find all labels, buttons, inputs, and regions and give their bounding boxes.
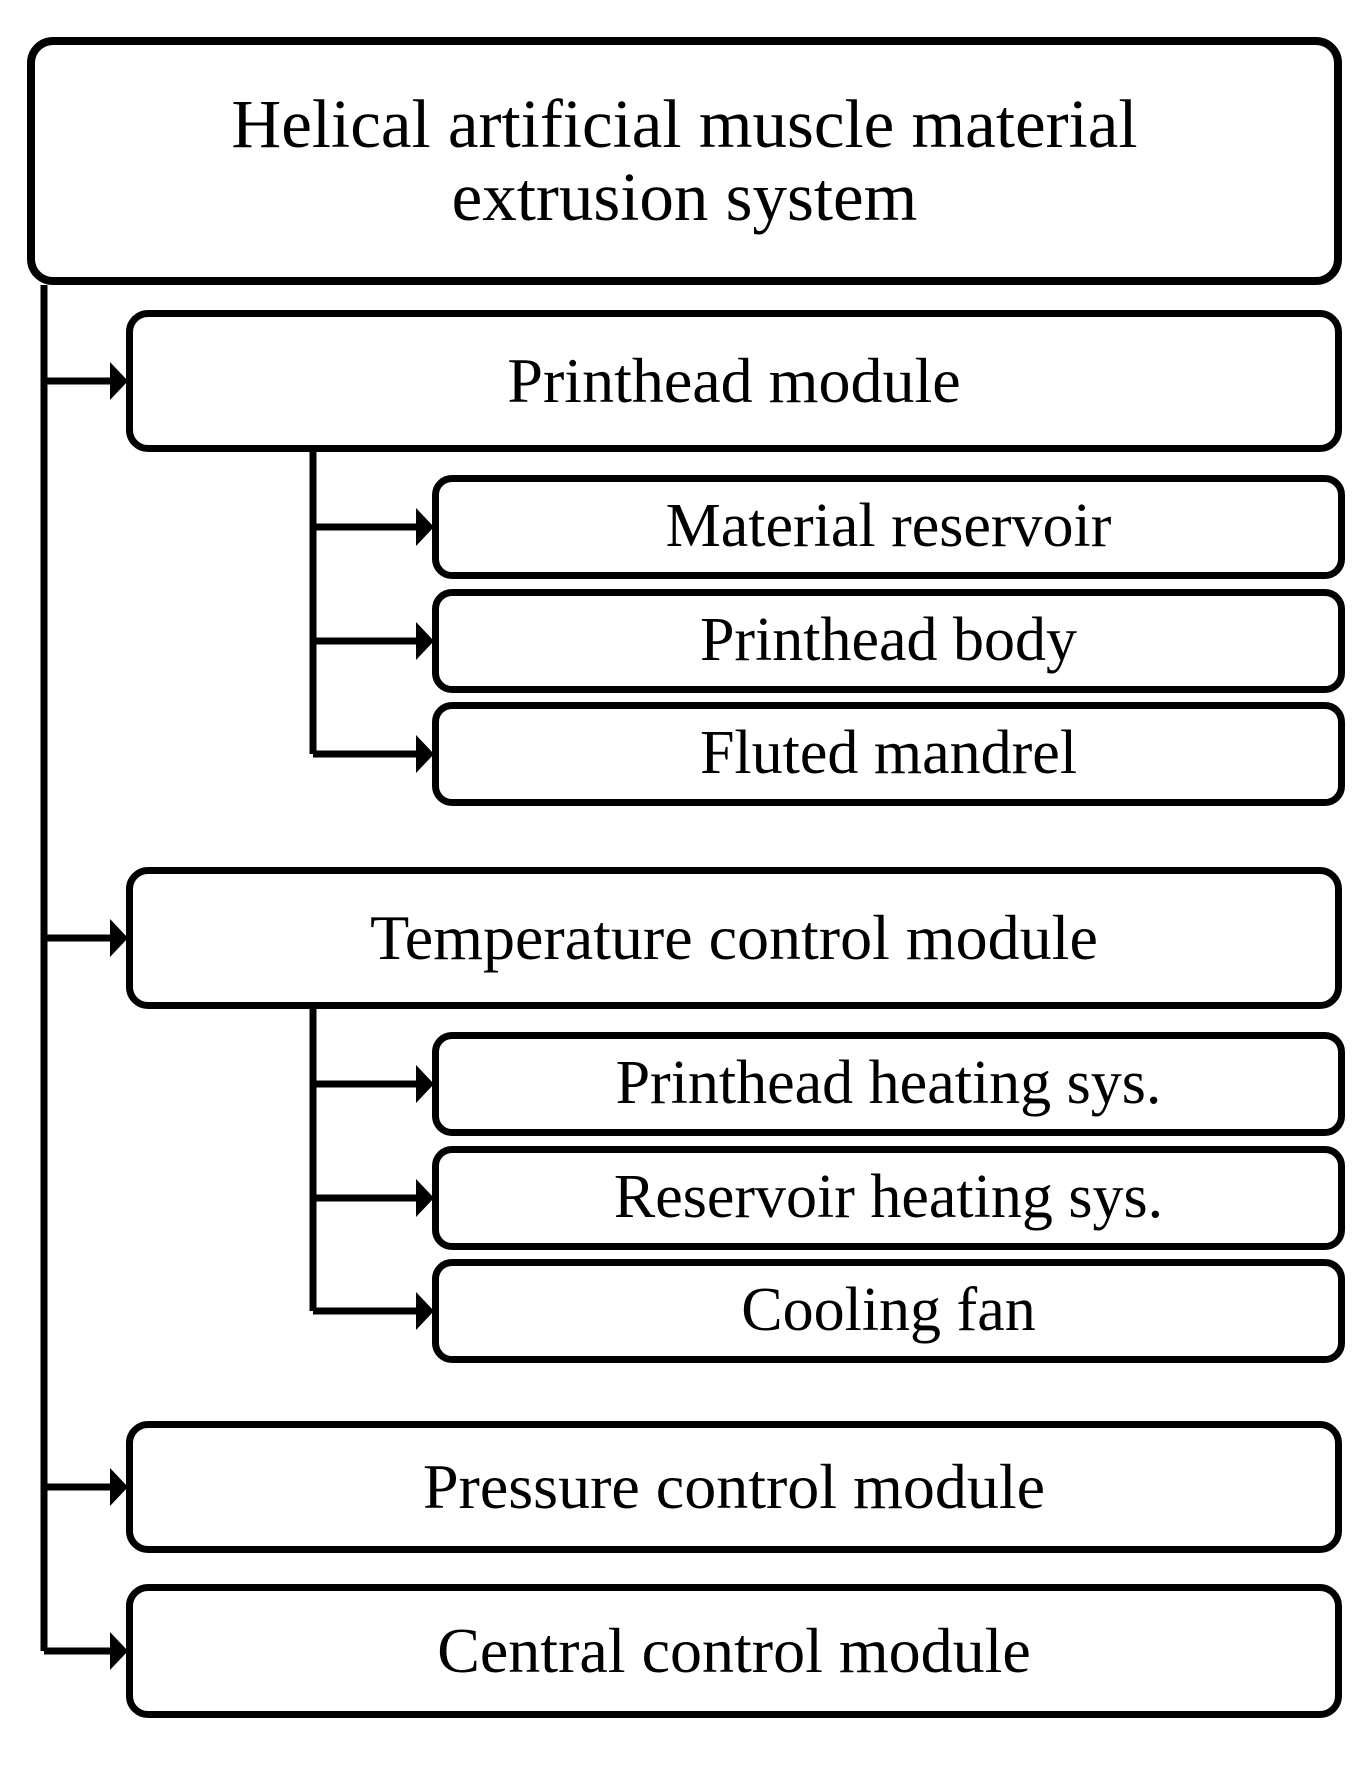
- node-printhead-heating-sys-label: Printhead heating sys.: [615, 1049, 1162, 1118]
- node-pressure-control-module[interactable]: Pressure control module: [126, 1421, 1342, 1553]
- node-printhead-body-label: Printhead body: [699, 606, 1078, 675]
- node-central-control-module-label: Central control module: [437, 1615, 1031, 1687]
- node-cooling-fan[interactable]: Cooling fan: [432, 1259, 1345, 1363]
- node-reservoir-heating-sys-label: Reservoir heating sys.: [613, 1163, 1164, 1232]
- node-temperature-control-module[interactable]: Temperature control module: [126, 867, 1342, 1009]
- node-material-reservoir-label: Material reservoir: [665, 492, 1112, 561]
- node-fluted-mandrel[interactable]: Fluted mandrel: [432, 702, 1345, 806]
- node-temperature-control-module-label: Temperature control module: [370, 902, 1098, 974]
- node-cooling-fan-label: Cooling fan: [741, 1276, 1036, 1345]
- node-printhead-heating-sys[interactable]: Printhead heating sys.: [432, 1032, 1345, 1136]
- node-reservoir-heating-sys[interactable]: Reservoir heating sys.: [432, 1146, 1345, 1250]
- node-printhead-module-label: Printhead module: [507, 345, 961, 417]
- node-central-control-module[interactable]: Central control module: [126, 1584, 1342, 1718]
- node-root[interactable]: Helical artificial muscle material extru…: [27, 37, 1342, 285]
- node-pressure-control-module-label: Pressure control module: [422, 1451, 1046, 1523]
- node-root-label: Helical artificial muscle material extru…: [231, 85, 1138, 235]
- node-printhead-module[interactable]: Printhead module: [126, 310, 1342, 452]
- node-material-reservoir[interactable]: Material reservoir: [432, 475, 1345, 579]
- node-printhead-body[interactable]: Printhead body: [432, 589, 1345, 693]
- node-fluted-mandrel-label: Fluted mandrel: [699, 719, 1078, 788]
